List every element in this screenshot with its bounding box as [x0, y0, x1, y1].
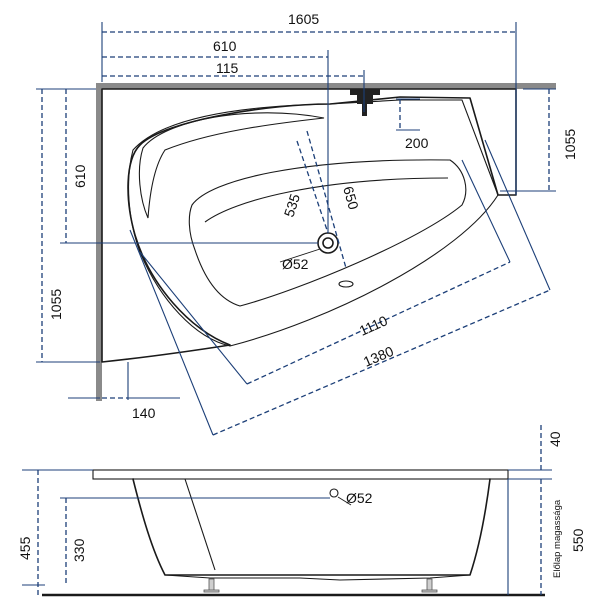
wall-top [96, 83, 556, 89]
label-455: 455 [17, 536, 33, 560]
foot-right-icon [426, 578, 433, 592]
foot-base-right-icon [421, 589, 438, 593]
label-115: 115 [216, 60, 239, 76]
drain-leader [279, 248, 321, 263]
label-610-top: 610 [213, 38, 237, 54]
backrest-recess [138, 112, 325, 219]
faucet-fitting-icon [350, 89, 380, 95]
label-drain-diameter: Ø52 [282, 256, 309, 272]
label-1380: 1380 [361, 343, 396, 370]
label-overflow-diameter: Ø52 [346, 490, 373, 506]
label-200: 200 [405, 135, 429, 151]
side-view: Ø52 455 330 40 550 Előlap magassága [17, 425, 586, 597]
drain-circle-outer [317, 232, 339, 254]
tub-inner-rim [127, 99, 499, 347]
top-view: 1605 610 115 200 140 Ø52 1055 610 1055 5… [36, 11, 578, 436]
dim-1380 [212, 289, 551, 436]
label-front-panel-height: Előlap magassága [552, 499, 563, 578]
label-1055-left: 1055 [48, 289, 64, 320]
label-1605: 1605 [288, 11, 319, 27]
overflow-circle-side [329, 488, 339, 498]
overflow-leader [337, 496, 352, 506]
drain-circle-inner [322, 237, 334, 249]
dim-535 [296, 140, 329, 234]
tub-outer-contour [101, 88, 517, 363]
foot-left-icon [208, 578, 215, 592]
label-535: 535 [281, 192, 304, 219]
label-40: 40 [547, 431, 563, 447]
label-330: 330 [71, 538, 87, 562]
basin-shadow-line [204, 177, 449, 223]
label-1110: 1110 [357, 312, 390, 339]
tub-shell-side [132, 478, 491, 576]
tub-bottom-side [164, 574, 471, 581]
wall-left [96, 83, 102, 401]
tub-basin [188, 159, 467, 307]
label-610-left: 610 [72, 164, 88, 188]
tub-inner-wall-line [184, 478, 216, 571]
foot-base-left-icon [203, 589, 220, 593]
label-650: 650 [340, 184, 362, 211]
overflow-slot [338, 280, 354, 288]
tub-rim-side [92, 469, 509, 480]
faucet-valve-icon [357, 95, 373, 104]
label-1055-right: 1055 [562, 129, 578, 160]
label-140: 140 [132, 405, 156, 421]
label-550: 550 [570, 528, 586, 552]
dim-1110 [246, 261, 511, 385]
